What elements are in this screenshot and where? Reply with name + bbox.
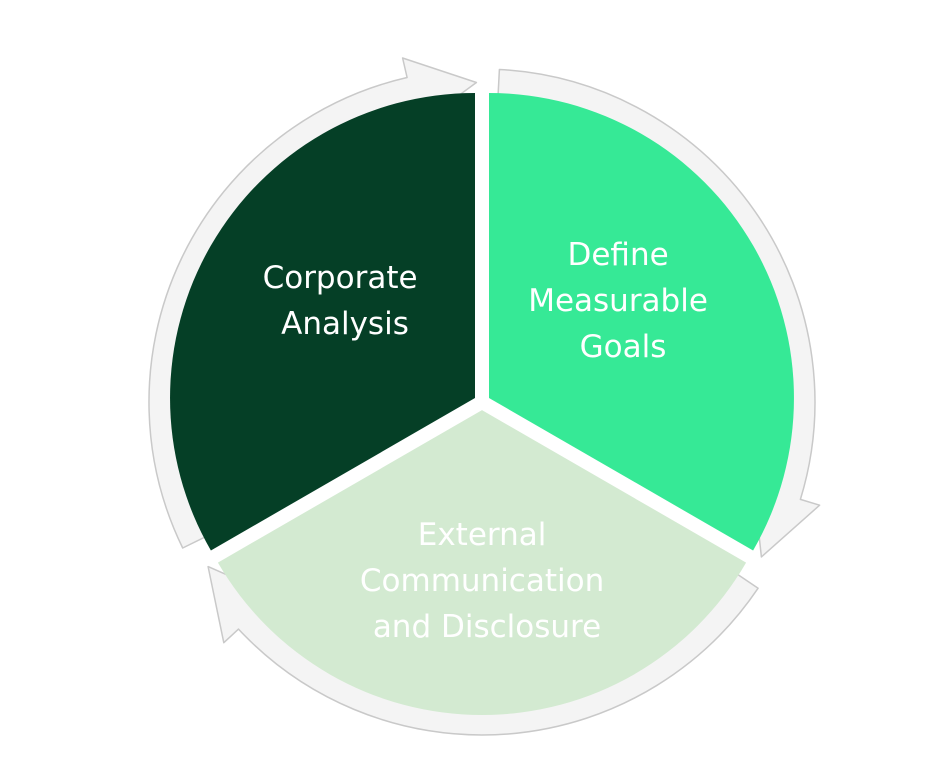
label-line: Corporate xyxy=(263,260,418,296)
label-line: Communication xyxy=(360,563,604,599)
label-line: Measurable xyxy=(528,283,708,319)
label-line: Goals xyxy=(580,329,667,365)
segment-external-communication xyxy=(217,410,747,716)
pie-segments xyxy=(170,93,794,716)
label-line: Analysis xyxy=(281,306,409,342)
segment-labels: Corporate Analysis Define Measurable Goa… xyxy=(263,237,718,645)
label-define-measurable-goals: Define Measurable Goals xyxy=(528,237,718,365)
label-line: Define xyxy=(567,237,668,273)
label-line: External xyxy=(418,517,547,553)
label-line: and Disclosure xyxy=(373,609,601,645)
label-corporate-analysis: Corporate Analysis xyxy=(263,260,428,342)
label-external-communication: External Communication and Disclosure xyxy=(360,517,614,645)
segment-define-measurable-goals xyxy=(489,93,794,551)
segment-corporate-analysis xyxy=(170,93,475,551)
